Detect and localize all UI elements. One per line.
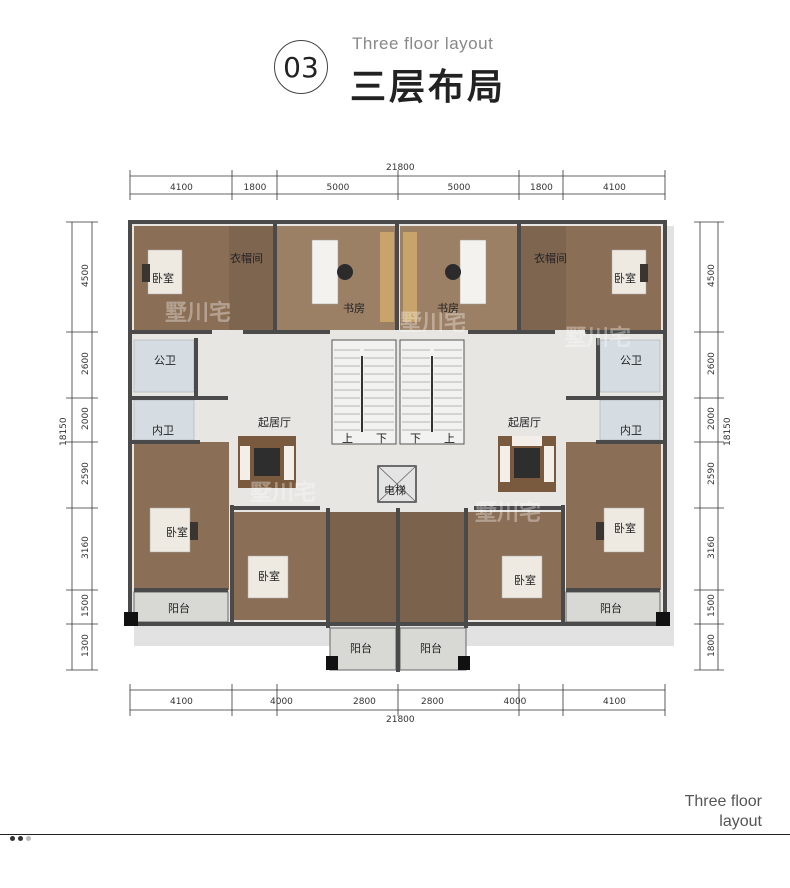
dim-bottom-5: 4100: [603, 697, 626, 707]
dim-right-6: 1800: [707, 634, 717, 657]
corridor-sw: [330, 512, 396, 624]
living-set-west: [238, 436, 296, 488]
pager-dots: [10, 826, 34, 845]
dim-left-4: 3160: [81, 536, 91, 559]
dim-left-1: 2600: [81, 352, 91, 375]
label-living-e: 起居厅: [508, 416, 541, 429]
beds: [147, 249, 647, 599]
walls: [128, 220, 667, 672]
watermark: 墅川宅: [400, 310, 466, 336]
corridor-se: [400, 512, 466, 624]
watermark: 墅川宅: [250, 480, 316, 506]
living-set-east: [498, 436, 556, 492]
watermark: 墅川宅: [475, 500, 541, 526]
dim-top-4: 1800: [530, 183, 553, 193]
corner-caption-line2: layout: [719, 813, 762, 830]
dim-top-1: 1800: [244, 183, 267, 193]
room-closet-ne: [520, 226, 566, 330]
dim-right-3: 2590: [707, 462, 717, 485]
label-stair-up-e: 上: [444, 432, 455, 445]
label-private-bath-w: 内卫: [152, 423, 174, 437]
dim-right-4: 3160: [707, 536, 717, 559]
room-study-e: [400, 226, 518, 330]
label-stair-up-w: 上: [342, 432, 353, 445]
label-bedroom-ne: 卧室: [614, 271, 636, 285]
label-bedroom-se: 卧室: [514, 573, 536, 587]
label-balcony-w: 阳台: [168, 601, 190, 615]
room-closet-nw: [229, 226, 275, 330]
columns: [124, 612, 670, 670]
label-living-w: 起居厅: [258, 416, 291, 429]
room-private-bath-w: [133, 399, 195, 441]
label-bedroom-e: 卧室: [614, 521, 636, 535]
label-closet-nw: 衣帽间: [230, 251, 263, 265]
label-balcony-se: 阳台: [420, 641, 442, 655]
room-public-bath-w: [133, 339, 195, 393]
dim-bottom-total: 21800: [386, 715, 415, 725]
section-title-cn: 三层布局: [350, 67, 507, 108]
label-bedroom-sw: 卧室: [258, 569, 280, 583]
label-elevator: 电梯: [384, 484, 406, 497]
dim-bottom-4: 4000: [504, 697, 527, 707]
dim-right-total: 18150: [723, 417, 733, 446]
staircase: [331, 339, 465, 445]
room-private-bath-e: [599, 399, 661, 441]
section-number: 03: [274, 40, 328, 94]
label-study-w: 书房: [343, 302, 365, 315]
corner-caption-line1: Three floor: [684, 793, 762, 810]
dim-left-3: 2590: [81, 462, 91, 485]
section-title-en: Three floor layout: [352, 34, 494, 53]
dim-bottom-0: 4100: [170, 697, 193, 707]
dim-top-5: 4100: [603, 183, 626, 193]
dim-top-3: 5000: [448, 183, 471, 193]
label-stair-down-w: 下: [376, 432, 387, 445]
label-closet-ne: 衣帽间: [534, 251, 567, 265]
label-public-bath-e: 公卫: [620, 354, 642, 367]
dim-left-6: 1300: [81, 634, 91, 657]
label-stair-down-e: 下: [410, 432, 421, 445]
label-public-bath-w: 公卫: [154, 354, 176, 367]
dim-right-1: 2600: [707, 352, 717, 375]
dim-top-total: 21800: [386, 163, 415, 173]
watermark: 墅川宅: [165, 300, 231, 326]
corner-caption: Three floor layout: [685, 792, 762, 832]
dim-left-5: 1500: [81, 594, 91, 617]
dim-bottom-2: 2800: [353, 697, 376, 707]
room-balcony-sw: [329, 627, 397, 671]
rugs: [142, 264, 648, 540]
room-public-bath-e: [599, 339, 661, 393]
dim-top-0: 4100: [170, 183, 193, 193]
label-bedroom-w: 卧室: [166, 525, 188, 539]
label-bedroom-nw: 卧室: [152, 271, 174, 285]
dim-right-5: 1500: [707, 594, 717, 617]
label-study-e: 书房: [437, 302, 459, 315]
dim-bottom-3: 2800: [421, 697, 444, 707]
footer-rule: [0, 834, 790, 835]
dim-left-total: 18150: [59, 417, 69, 446]
dim-left-2: 2000: [81, 407, 91, 430]
dimension-lines: [71, 175, 719, 711]
label-balcony-e: 阳台: [600, 601, 622, 615]
label-private-bath-e: 内卫: [620, 423, 642, 437]
dim-right-2: 2000: [707, 407, 717, 430]
label-balcony-sw: 阳台: [350, 641, 372, 655]
dim-right-0: 4500: [707, 264, 717, 287]
watermark: 墅川宅: [565, 325, 631, 351]
dim-top-2: 5000: [327, 183, 350, 193]
dim-left-0: 4500: [81, 264, 91, 287]
dim-bottom-1: 4000: [270, 697, 293, 707]
